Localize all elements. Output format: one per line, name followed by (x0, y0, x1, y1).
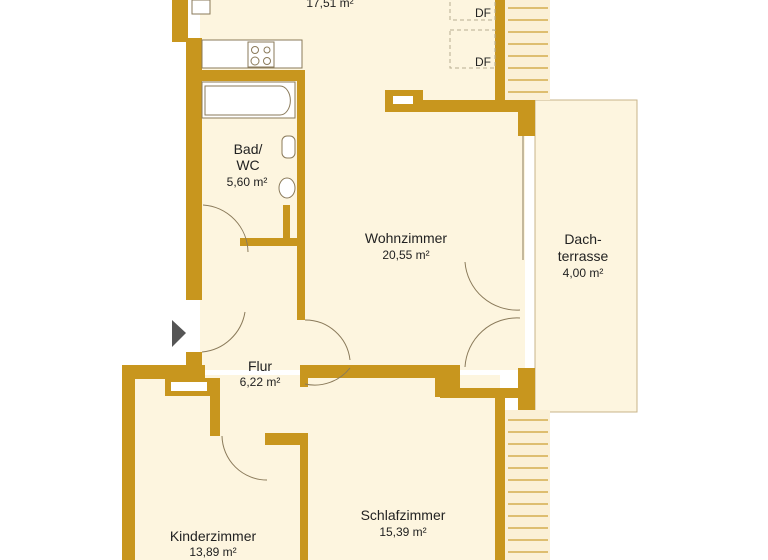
bedroom-area: 15,39 m² (379, 525, 426, 539)
bathtub (201, 81, 296, 119)
skylight-label: DF (475, 6, 491, 20)
toilet (278, 177, 296, 199)
bath-area: 5,60 m² (227, 175, 268, 189)
bedroom-label: Schlafzimmer (361, 507, 446, 523)
kids-room-area: 13,89 m² (189, 545, 236, 559)
terrace-label-2: terrasse (558, 248, 609, 264)
doors (201, 204, 521, 481)
kids-room-label: Kinderzimmer (170, 528, 257, 544)
walls (122, 0, 535, 560)
skylight-label: DF (475, 55, 491, 69)
kitchen-sink (191, 0, 211, 15)
bath-label-1: Bad/ (234, 141, 263, 157)
terrace-label-1: Dach- (564, 231, 602, 247)
hall-label: Flur (248, 358, 272, 374)
kitchen-counter (201, 39, 303, 69)
living-room-area: 20,55 m² (382, 248, 429, 262)
entrance-arrow-icon (172, 320, 186, 347)
skylight-frame (449, 0, 496, 21)
terrace-area: 4,00 m² (563, 266, 604, 280)
terrace-floor (534, 99, 638, 413)
washbasin (281, 135, 296, 159)
roof-window-strip-bottom (505, 410, 550, 560)
floor-areas (135, 0, 638, 560)
skylight-frame (449, 29, 496, 69)
living-room-label: Wohnzimmer (365, 230, 448, 246)
bath-label-2: WC (236, 157, 259, 173)
roof-window-strip-top (505, 0, 550, 100)
kitchen-area: 17,51 m² (306, 0, 353, 10)
hall-area: 6,22 m² (240, 375, 281, 389)
